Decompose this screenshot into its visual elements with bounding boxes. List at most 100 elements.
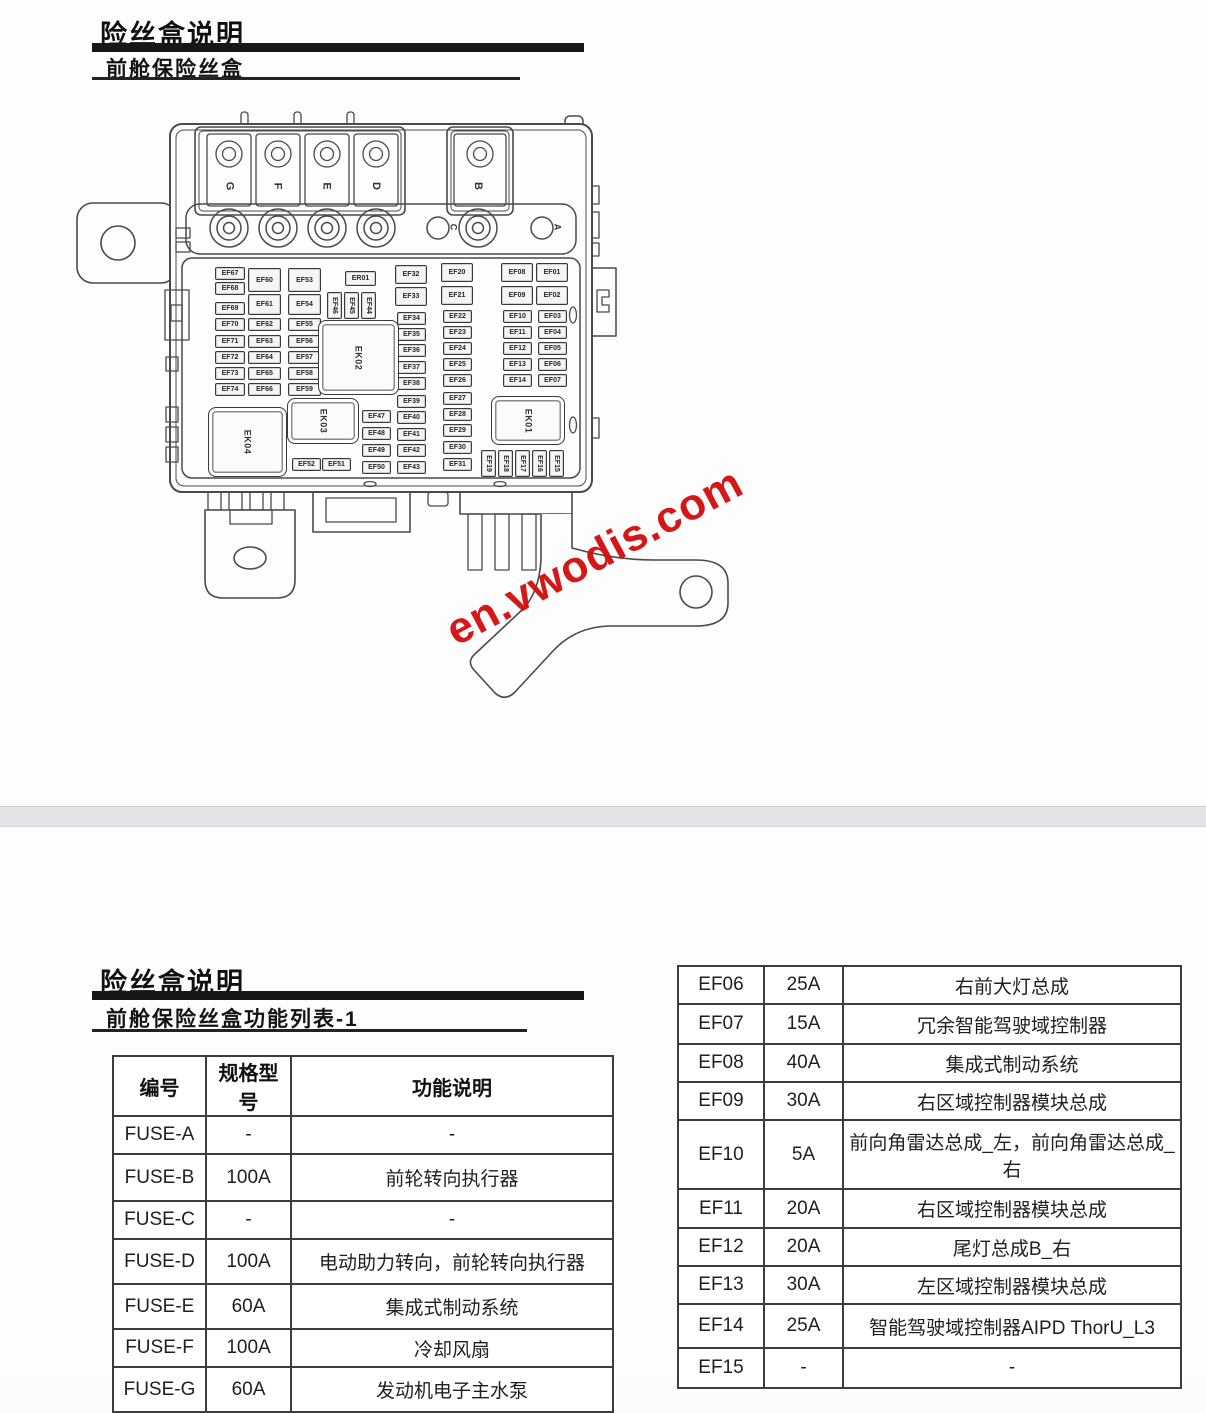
fuse-id-cell: EF15 bbox=[677, 1347, 765, 1389]
function-cell: 集成式制动系统 bbox=[290, 1283, 614, 1330]
rating-cell: 30A bbox=[763, 1265, 844, 1305]
big-fuse-label-b: B bbox=[471, 182, 484, 190]
rating-cell: 60A bbox=[205, 1366, 292, 1413]
page2-subtitle-rule bbox=[92, 1029, 527, 1032]
fuse-id-cell: EF11 bbox=[677, 1188, 765, 1229]
rating-cell: 15A bbox=[763, 1003, 844, 1045]
fuse-ef11: EF11 bbox=[503, 326, 532, 339]
fuse-ef27: EF27 bbox=[443, 392, 472, 405]
fuse-id-cell: FUSE-A bbox=[112, 1115, 207, 1155]
relay-ek04: EK04 bbox=[208, 407, 287, 477]
fuse-id-cell: EF09 bbox=[677, 1081, 765, 1121]
fuse-ef25: EF25 bbox=[443, 358, 472, 371]
fuse-ef10: EF10 bbox=[503, 310, 532, 323]
fuse-ef49: EF49 bbox=[362, 444, 391, 457]
big-fuse-label-e: E bbox=[320, 182, 333, 190]
table-row-fuse-c: FUSE-C-- bbox=[112, 1200, 614, 1240]
fuse-ef59: EF59 bbox=[288, 383, 321, 396]
fuse-ef52: EF52 bbox=[292, 458, 321, 471]
fuse-ef48: EF48 bbox=[362, 427, 391, 440]
page2-title-rule bbox=[92, 991, 584, 1000]
rating-cell: 100A bbox=[205, 1238, 292, 1285]
fuse-ef58: EF58 bbox=[288, 367, 321, 380]
fuse-er01: ER01 bbox=[345, 271, 376, 286]
fuse-ef23: EF23 bbox=[443, 326, 472, 339]
fuse-id-cell: FUSE-E bbox=[112, 1283, 207, 1330]
rating-cell: 60A bbox=[205, 1283, 292, 1330]
fuse-ef12: EF12 bbox=[503, 342, 532, 355]
rating-cell: 20A bbox=[763, 1227, 844, 1267]
fuse-id-cell: FUSE-G bbox=[112, 1366, 207, 1413]
fuse-id-cell: FUSE-C bbox=[112, 1200, 207, 1240]
fuse-ef24: EF24 bbox=[443, 342, 472, 355]
function-cell: 尾灯总成B_右 bbox=[842, 1227, 1182, 1267]
function-cell: 前向角雷达总成_左，前向角雷达总成_右 bbox=[842, 1119, 1182, 1190]
function-cell: 右前大灯总成 bbox=[842, 965, 1182, 1005]
function-cell: 智能驾驶域控制器AIPD ThorU_L3 bbox=[842, 1303, 1182, 1349]
fuse-ef16: EF16 bbox=[532, 450, 547, 477]
fuse-ef32: EF32 bbox=[395, 265, 427, 284]
fuse-id-cell: EF14 bbox=[677, 1303, 765, 1349]
function-cell: 右区域控制器模块总成 bbox=[842, 1081, 1182, 1121]
rating-cell: 25A bbox=[763, 965, 844, 1005]
rating-cell: - bbox=[205, 1200, 292, 1240]
fuse-ef43: EF43 bbox=[397, 461, 426, 474]
rating-cell: 25A bbox=[763, 1303, 844, 1349]
relay-ek02: EK02 bbox=[318, 320, 399, 395]
fuse-ef42: EF42 bbox=[397, 444, 426, 457]
fuse-ef65: EF65 bbox=[248, 367, 281, 380]
fuse-ef54: EF54 bbox=[288, 294, 321, 315]
fuse-ef35: EF35 bbox=[397, 328, 426, 341]
fuse-ef61: EF61 bbox=[248, 294, 281, 315]
big-fuse-label-d: D bbox=[369, 182, 382, 190]
function-cell: 冷却风扇 bbox=[290, 1328, 614, 1368]
fuse-ef09: EF09 bbox=[501, 286, 533, 305]
fuse-id-cell: EF12 bbox=[677, 1227, 765, 1267]
page-divider bbox=[0, 806, 1206, 827]
fuse-ef02: EF02 bbox=[536, 286, 568, 305]
function-cell: - bbox=[842, 1347, 1182, 1389]
fuse-id-cell: FUSE-B bbox=[112, 1153, 207, 1202]
fuse-ef47: EF47 bbox=[362, 410, 391, 423]
rating-cell: 40A bbox=[763, 1043, 844, 1083]
document-page: 险丝盒说明 前舱保险丝盒 bbox=[0, 20, 1206, 1413]
table-header-row: 编号规格型号功能说明 bbox=[112, 1055, 614, 1117]
fuse-ef14: EF14 bbox=[503, 374, 532, 387]
fuse-ef51: EF51 bbox=[322, 458, 351, 471]
column-header: 功能说明 bbox=[290, 1055, 614, 1117]
fuse-id-cell: FUSE-F bbox=[112, 1328, 207, 1368]
fuse-ef63: EF63 bbox=[248, 335, 281, 348]
fuse-ef01: EF01 bbox=[536, 263, 568, 282]
function-cell: - bbox=[290, 1200, 614, 1240]
fuse-ef73: EF73 bbox=[215, 367, 245, 380]
function-cell: 前轮转向执行器 bbox=[290, 1153, 614, 1202]
fuse-ef03: EF03 bbox=[538, 310, 567, 323]
fuse-ef17: EF17 bbox=[515, 450, 530, 477]
fuse-id-cell: EF13 bbox=[677, 1265, 765, 1305]
page1-subtitle-rule bbox=[92, 77, 520, 80]
fuse-ef71: EF71 bbox=[215, 335, 245, 348]
fuse-ef56: EF56 bbox=[288, 335, 321, 348]
fuse-ef39: EF39 bbox=[397, 395, 426, 408]
relay-ek03: EK03 bbox=[287, 398, 359, 444]
rating-cell: 30A bbox=[763, 1081, 844, 1121]
fuse-ef46: EF46 bbox=[327, 292, 342, 319]
fuse-ef21: EF21 bbox=[441, 286, 473, 305]
fuse-ef74: EF74 bbox=[215, 383, 245, 396]
fuse-ef44: EF44 bbox=[361, 292, 376, 319]
fuse-ef53: EF53 bbox=[288, 268, 321, 292]
fuse-ef62: EF62 bbox=[248, 318, 281, 331]
fuse-ef41: EF41 bbox=[397, 428, 426, 441]
fuse-ef70: EF70 bbox=[215, 318, 245, 331]
fuse-ef28: EF28 bbox=[443, 408, 472, 421]
fuse-ef38: EF38 bbox=[397, 377, 426, 390]
fuse-ef33: EF33 bbox=[395, 287, 427, 306]
